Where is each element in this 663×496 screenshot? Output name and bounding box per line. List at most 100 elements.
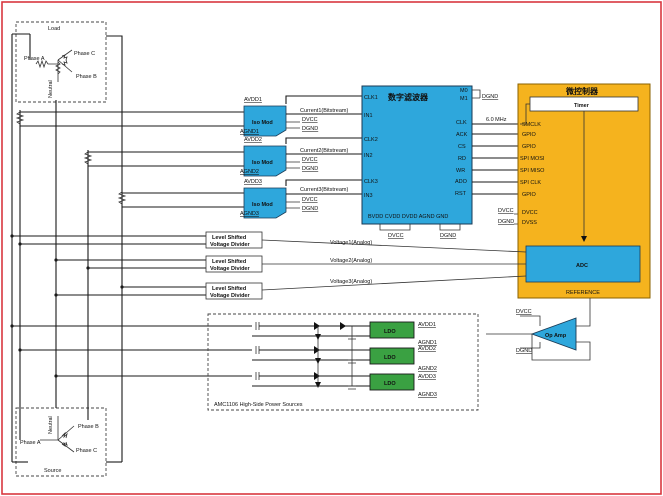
iso-mod-1-dgnd: DGND (302, 126, 318, 132)
reference-label: REFERENCE (566, 290, 600, 296)
dsp-bottom-dgnd: DGND (440, 233, 456, 239)
ldo-2-out: AVDD2 (418, 346, 436, 352)
iso-mod-2: Iso Mod AVDD2 AGND2 Current2(Bitstream) … (240, 137, 362, 177)
mcu-power-left-dgnd: DGND (498, 219, 514, 225)
dsp-pin-clk2: CLK2 (364, 137, 378, 143)
dsp-pin-clk: CLK (456, 120, 467, 126)
voltage-divider-2-line2: Voltage Divider (210, 266, 250, 272)
dsp-pin-in2: IN2 (364, 153, 373, 159)
power-sources-block: AMC1106 High-Side Power Sources LDO AVDD… (207, 313, 479, 411)
load-phase-b-label: Phase B (76, 74, 97, 80)
iso-mod-1-out: Current1(Bitstream) (300, 108, 348, 114)
voltage-signal-2: Voltage2(Analog) (330, 258, 372, 264)
mcu-pin-spi-clk: SPI CLK (520, 180, 541, 186)
dsp-pin-wr: WR (456, 168, 465, 174)
iso-mod-1-agnd: AGND1 (240, 129, 259, 135)
ldo-3-gnd: AGND3 (418, 392, 437, 398)
ldo-3-out: AVDD3 (418, 374, 436, 380)
op-amp-label: Op Amp (545, 333, 567, 339)
dsp-pin-m1: M1 (460, 96, 468, 102)
mcu-pin-gpio-3: GPIO (522, 192, 536, 198)
voltage-signal-3: Voltage3(Analog) (330, 279, 372, 285)
power-sources-title: AMC1106 High-Side Power Sources (214, 402, 303, 408)
ldo-2-label: LDO (384, 355, 396, 361)
mcu-pin-gpio-2: GPIO (522, 144, 536, 150)
voltage-divider-1: Level Shifted Voltage Divider Voltage1(A… (205, 231, 527, 253)
ldo-2-gnd: AGND2 (418, 366, 437, 372)
dsp-pin-in1: IN1 (364, 113, 373, 119)
iso-mod-2-agnd: AGND2 (240, 169, 259, 175)
iso-mod-2-avdd: AVDD2 (244, 137, 262, 143)
adc-block (525, 245, 641, 283)
mcu-pin-spi-miso: SPI MISO (520, 168, 545, 174)
voltage-divider-3-line2: Voltage Divider (210, 293, 250, 299)
main-wiring (10, 33, 252, 463)
iso-mod-2-out: Current2(Bitstream) (300, 148, 348, 154)
mcu-pin-dvss: DVSS (522, 220, 537, 226)
dsp-pin-in3: IN3 (364, 193, 373, 199)
digital-filter-block: 数字滤波器 CLK1 IN1 CLK2 IN2 CLK3 IN3 CLK ACK… (361, 85, 498, 239)
load-phase-a-label: Phase A (24, 56, 45, 62)
iso-mod-3-avdd: AVDD3 (244, 179, 262, 185)
adc-label: ADC (576, 263, 588, 269)
iso-mod-1-dvcc: DVCC (302, 117, 318, 123)
iso-mod-3-out: Current3(Bitstream) (300, 187, 348, 193)
dsp-pin-clk1: CLK1 (364, 95, 378, 101)
mcu-pin-gpio-1: GPIO (522, 132, 536, 138)
source-block: Source Phase A Phase B Phase C Neutral (15, 407, 107, 477)
dsp-mcu-bus: 6.0 MHz DVCC DGND (472, 117, 520, 225)
iso-mod-3-dgnd: DGND (302, 206, 318, 212)
dsp-pin-cs: CS (458, 144, 466, 150)
ldo-2-block (369, 347, 415, 365)
microcontroller-block: 微控制器 Timer SMCLK GPIO GPIO SPI MOSI SPI … (517, 83, 651, 299)
iso-mod-3-label: Iso Mod (252, 202, 273, 208)
iso-mod-1-avdd: AVDD1 (244, 97, 262, 103)
ldo-1-gnd: AGND1 (418, 340, 437, 346)
voltage-divider-1-line1: Level Shifted (212, 235, 246, 241)
mcu-pin-spi-mosi: SPI MOSI (520, 156, 545, 162)
iso-mod-3: Iso Mod AVDD3 AGND3 Current3(Bitstream) … (240, 179, 362, 219)
voltage-divider-1-line2: Voltage Divider (210, 242, 250, 248)
voltage-divider-2-line1: Level Shifted (212, 259, 246, 265)
load-title: Load (48, 26, 60, 32)
dsp-pin-rst: RST (455, 191, 467, 197)
ldo-1-out: AVDD1 (418, 322, 436, 328)
iso-mod-2-label: Iso Mod (252, 160, 273, 166)
mcu-clock-label: 6.0 MHz (486, 117, 507, 123)
iso-mod-2-dvcc: DVCC (302, 157, 318, 163)
source-title: Source (44, 468, 61, 474)
mcu-pin-dvcc: DVCC (522, 210, 538, 216)
voltage-signal-1: Voltage1(Analog) (330, 240, 372, 246)
iso-mod-1-label: Iso Mod (252, 120, 273, 126)
microcontroller-title: 微控制器 (565, 86, 599, 96)
dsp-pin-ack: ACK (456, 132, 468, 138)
load-phase-c-label: Phase C (74, 51, 95, 57)
digital-filter-title: 数字滤波器 (388, 92, 429, 102)
ldo-1-label: LDO (384, 329, 396, 335)
iso-mod-2-dgnd: DGND (302, 166, 318, 172)
dsp-pin-ado: ADO (455, 179, 468, 185)
timer-label: Timer (574, 103, 590, 109)
voltage-divider-2: Level Shifted Voltage Divider Voltage2(A… (205, 255, 526, 273)
mcu-pin-smclk: SMCLK (522, 122, 541, 128)
dsp-m-gnd: DGND (482, 94, 498, 100)
iso-mod-3-dvcc: DVCC (302, 197, 318, 203)
mcu-power-left-dvcc: DVCC (498, 208, 514, 214)
source-phase-a-label: Phase A (20, 440, 41, 446)
source-phase-b-label: Phase B (78, 424, 99, 430)
iso-mod-3-agnd: AGND3 (240, 211, 259, 217)
source-neutral-label: Neutral (48, 416, 54, 434)
dsp-pin-m0: M0 (460, 88, 468, 94)
voltage-divider-3-line1: Level Shifted (212, 286, 246, 292)
dsp-bottom-pins: BVDD CVDD DVDD AGND GND (368, 214, 448, 220)
dsp-pin-rd: RD (458, 156, 466, 162)
source-phase-c-label: Phase C (76, 448, 97, 454)
load-block: Load Phase A Phase C Phase B Neutral (15, 21, 107, 103)
dsp-bottom-dvcc: DVCC (388, 233, 404, 239)
ldo-3-label: LDO (384, 381, 396, 387)
voltage-divider-3: Level Shifted Voltage Divider Voltage3(A… (205, 275, 527, 300)
ldo-1-block (369, 321, 415, 339)
dsp-pin-clk3: CLK3 (364, 179, 378, 185)
